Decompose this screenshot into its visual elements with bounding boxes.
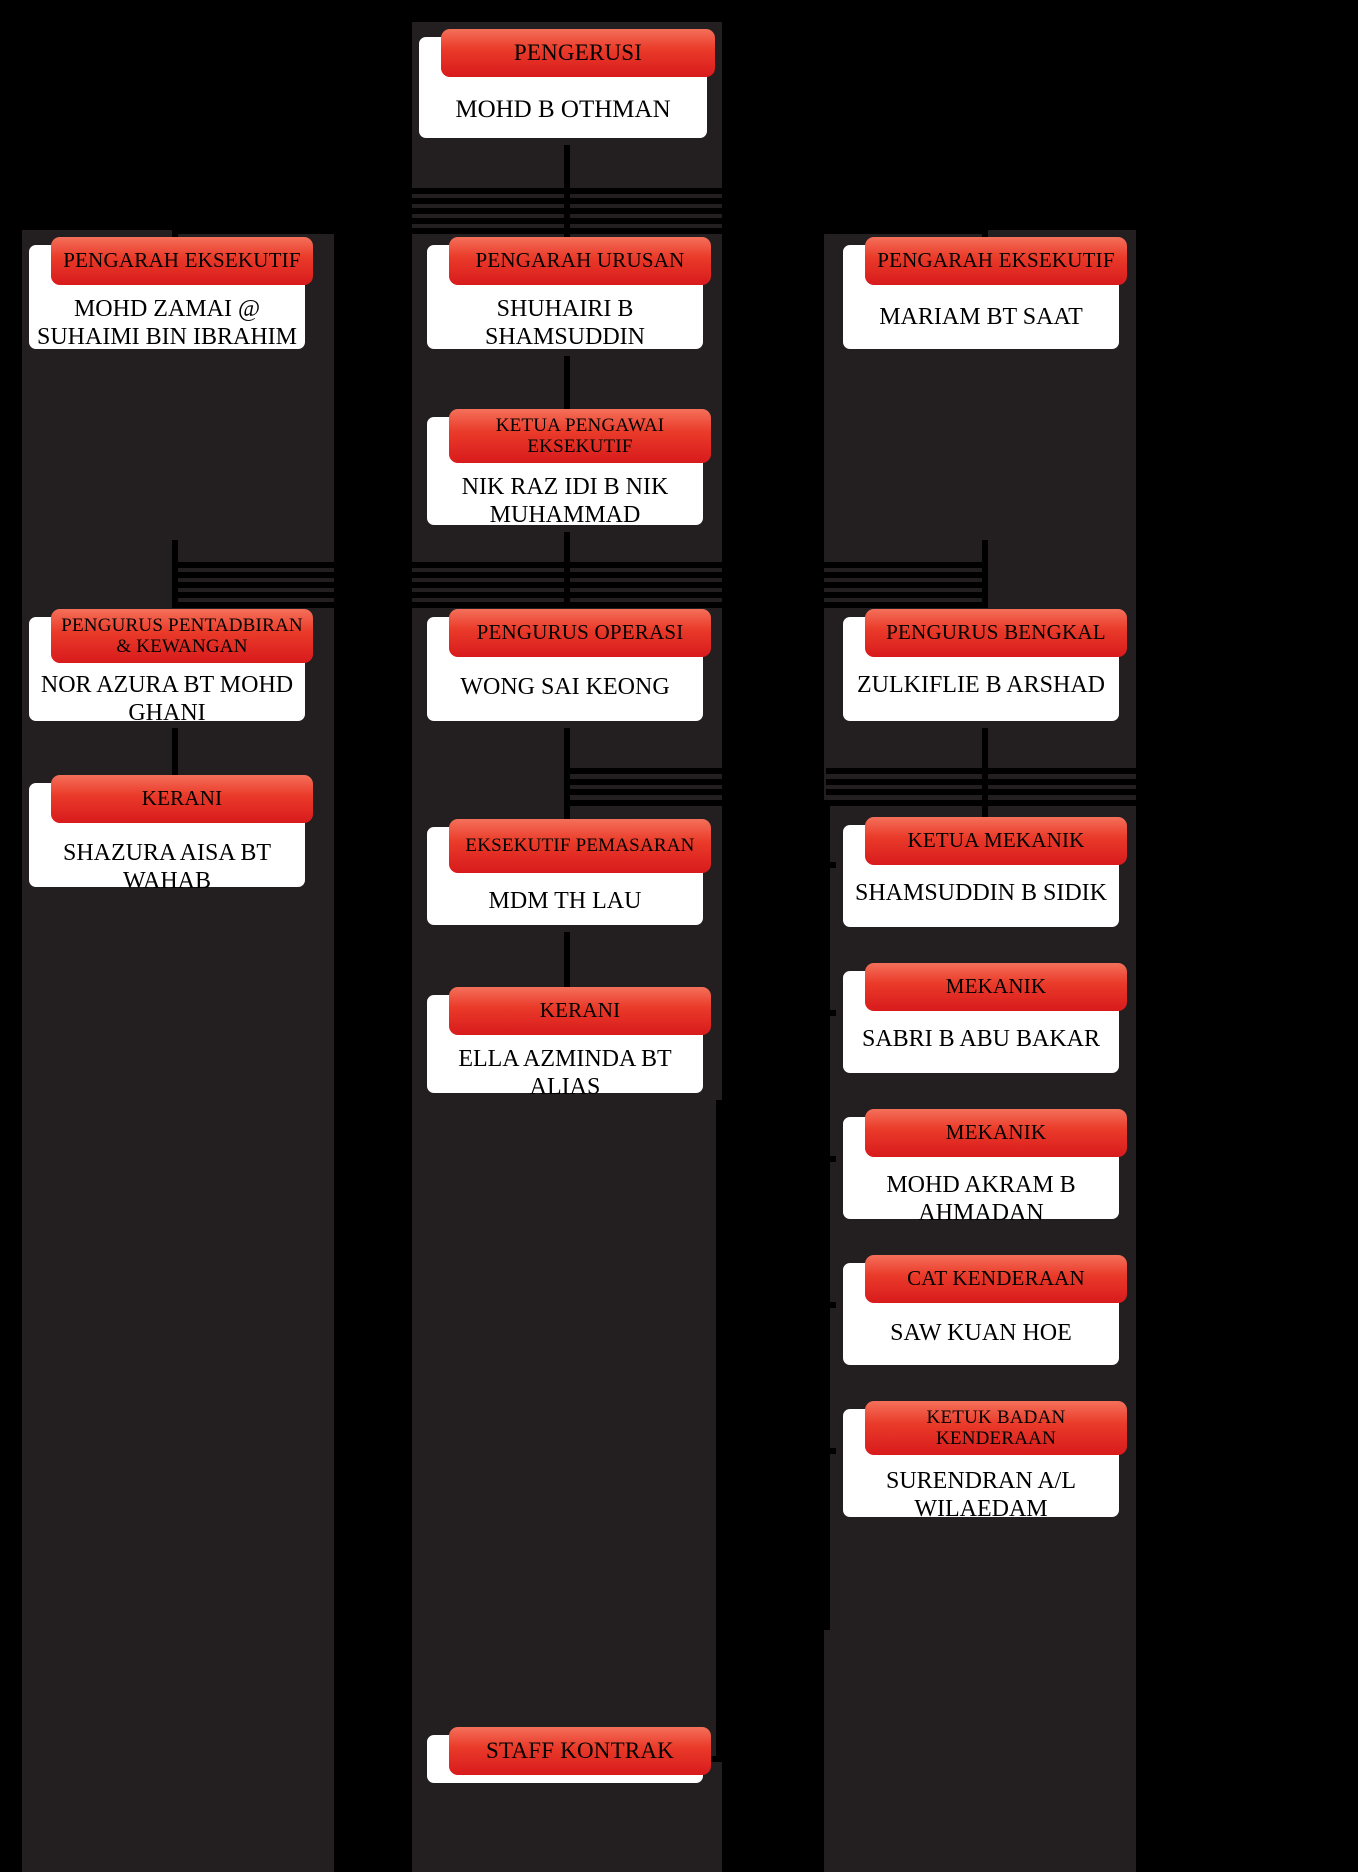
node-person: ZULKIFLIE B ARSHAD	[856, 672, 1105, 698]
node-title: EKSEKUTIF PEMASARAN	[449, 819, 711, 873]
node-ceo[interactable]: KETUA PENGAWAI EKSEKUTIF NIK RAZ IDI B N…	[420, 409, 711, 532]
connector-drop-exec-left	[172, 188, 178, 240]
connector-drop-workshop-mgr	[982, 540, 988, 608]
node-title: PENGURUS BENGKAL	[865, 609, 1127, 657]
node-managing-director[interactable]: PENGARAH URUSAN SHUHAIRI B SHAMSUDDIN	[420, 237, 711, 356]
connector-center-spine	[716, 1100, 722, 1760]
node-contract-staff[interactable]: STAFF KONTRAK	[420, 1727, 711, 1790]
connector-admin-to-clerk	[172, 726, 178, 782]
node-title: KETUA MEKANIK	[865, 817, 1127, 865]
node-clerk-center[interactable]: KERANI ELLA AZMINDA BT ALIAS	[420, 987, 711, 1101]
node-title: PENGARAH EKSEKUTIF	[865, 237, 1127, 285]
node-head-mechanic[interactable]: KETUA MEKANIK SHAMSUDDIN B SIDIK	[836, 817, 1127, 934]
node-person: SHUHAIRI B SHAMSUDDIN	[484, 296, 646, 351]
node-title: PENGARAH EKSEKUTIF	[51, 237, 313, 285]
node-person: MOHD AKRAM B AHMADAN	[886, 1172, 1076, 1227]
connector-workshop-down	[982, 726, 988, 776]
connector-ceo-down	[564, 530, 570, 608]
node-person: NIK RAZ IDI B NIK MUHAMMAD	[461, 474, 669, 529]
splitter-mid-level	[172, 562, 988, 608]
connector-tick-contract-staff	[700, 1756, 726, 1762]
node-title: MEKANIK	[865, 963, 1127, 1011]
node-person: MOHD ZAMAI @ SUHAIMI BIN IBRAHIM	[36, 296, 297, 351]
node-title: PENGURUS OPERASI	[449, 609, 711, 657]
node-mechanic-1[interactable]: MEKANIK SABRI B ABU BAKAR	[836, 963, 1127, 1080]
node-clerk-left[interactable]: KERANI SHAZURA AISA BT WAHAB	[22, 775, 313, 895]
node-person: SABRI B ABU BAKAR	[861, 1026, 1101, 1052]
node-title: KERANI	[51, 775, 313, 823]
connector-managing-to-ceo	[564, 356, 570, 412]
node-workshop-manager[interactable]: PENGURUS BENGKAL ZULKIFLIE B ARSHAD	[836, 609, 1127, 728]
node-title: PENGERUSI	[441, 29, 715, 77]
node-title: STAFF KONTRAK	[449, 1727, 711, 1775]
node-person: MDM TH LAU	[488, 888, 642, 914]
connector-chairman-down	[564, 145, 570, 200]
node-admin-manager[interactable]: PENGURUS PENTADBIRAN & KEWANGAN NOR AZUR…	[22, 609, 313, 728]
connector-drop-admin-mgr	[172, 540, 178, 608]
splitter-top-level	[172, 188, 988, 234]
connector-drop-marketing-exec	[564, 768, 570, 820]
node-title: KERANI	[449, 987, 711, 1035]
node-person: MARIAM BT SAAT	[879, 304, 1083, 330]
connector-drop-head-mechanic	[982, 768, 988, 820]
node-person: SAW KUAN HOE	[890, 1320, 1072, 1346]
connector-drop-exec-right	[982, 188, 988, 240]
node-title: PENGARAH URUSAN	[449, 237, 711, 285]
connector-drop-managing	[564, 188, 570, 240]
node-title: PENGURUS PENTADBIRAN & KEWANGAN	[51, 609, 313, 663]
node-exec-dir-right[interactable]: PENGARAH EKSEKUTIF MARIAM BT SAAT	[836, 237, 1127, 356]
node-title: CAT KENDERAAN	[865, 1255, 1127, 1303]
connector-marketing-to-clerk	[564, 930, 570, 988]
node-title: MEKANIK	[865, 1109, 1127, 1157]
node-person: WONG SAI KEONG	[460, 674, 670, 700]
connector-right-spine	[824, 800, 830, 1630]
node-person: ELLA AZMINDA BT ALIAS	[458, 1046, 672, 1101]
node-title: KETUK BADAN KENDERAAN	[865, 1401, 1127, 1455]
column-panel-left	[22, 230, 334, 1872]
node-marketing-executive[interactable]: EKSEKUTIF PEMASARAN MDM TH LAU	[420, 819, 711, 932]
node-title: KETUA PENGAWAI EKSEKUTIF	[449, 409, 711, 463]
node-person: MOHD B OTHMAN	[455, 96, 671, 123]
node-person: NOR AZURA BT MOHD GHANI	[40, 672, 294, 727]
node-operations-manager[interactable]: PENGURUS OPERASI WONG SAI KEONG	[420, 609, 711, 728]
node-exec-dir-left[interactable]: PENGARAH EKSEKUTIF MOHD ZAMAI @ SUHAIMI …	[22, 237, 313, 356]
node-mechanic-2[interactable]: MEKANIK MOHD AKRAM B AHMADAN	[836, 1109, 1127, 1227]
splitter-ops	[566, 768, 722, 806]
node-person: SHAZURA AISA BT WAHAB	[62, 840, 272, 895]
node-person: SURENDRAN A/L WILAEDAM	[885, 1468, 1077, 1523]
node-vehicle-paint[interactable]: CAT KENDERAAN SAW KUAN HOE	[836, 1255, 1127, 1372]
splitter-workshop	[826, 768, 1136, 806]
node-chairman[interactable]: PENGERUSI MOHD B OTHMAN	[412, 29, 715, 145]
connector-ops-down	[564, 726, 570, 776]
node-body-repair[interactable]: KETUK BADAN KENDERAAN SURENDRAN A/L WILA…	[836, 1401, 1127, 1524]
node-person: SHAMSUDDIN B SIDIK	[854, 880, 1108, 906]
